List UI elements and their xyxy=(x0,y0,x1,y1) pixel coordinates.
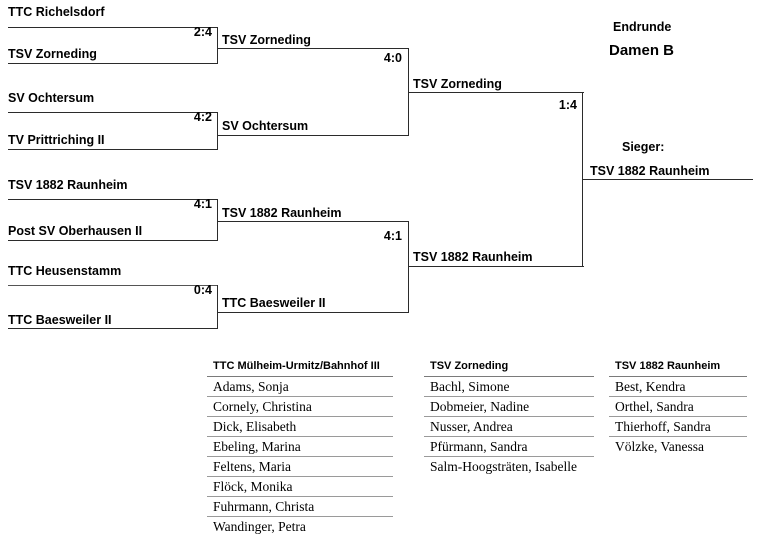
roster-0-player-0: Adams, Sonja xyxy=(207,377,393,397)
r3-top-line xyxy=(409,92,584,93)
r3-bottom-team: TSV 1882 Raunheim xyxy=(413,250,533,264)
r1-m1-top-team: TTC Richelsdorf xyxy=(8,5,105,19)
r3-bottom-line xyxy=(409,266,584,267)
r1-m2-top-line xyxy=(8,112,218,113)
r1-m1-bottom-team: TSV Zorneding xyxy=(8,47,97,61)
roster-0-player-6: Fuhrmann, Christa xyxy=(207,497,393,517)
roster-0-player-7: Wandinger, Petra xyxy=(213,519,306,534)
page-title-line1: Endrunde xyxy=(613,20,672,34)
roster-0-player-4: Feltens, Maria xyxy=(207,457,393,477)
r2-m2-connector xyxy=(408,221,409,313)
r2-m1-top-line xyxy=(218,48,409,49)
r2-m2-score: 4:1 xyxy=(383,229,402,243)
roster-2-club: TSV 1882 Raunheim xyxy=(609,360,747,377)
roster-1-player-2: Nusser, Andrea xyxy=(424,417,594,437)
roster-0-player-1: Cornely, Christina xyxy=(207,397,393,417)
r2-m1-top-team: TSV Zorneding xyxy=(222,33,311,47)
r1-m4-top-team: TTC Heusenstamm xyxy=(8,264,122,278)
r1-m3-score: 4:1 xyxy=(193,197,212,211)
r3-score: 1:4 xyxy=(558,98,577,112)
r1-m4-score: 0:4 xyxy=(193,283,212,297)
r1-m2-bottom-team: TV Prittriching II xyxy=(8,133,105,147)
roster-1-player-1: Dobmeier, Nadine xyxy=(424,397,594,417)
r3-top-team: TSV Zorneding xyxy=(413,77,502,91)
winner-label: Sieger: xyxy=(622,140,665,154)
roster-2-player-3: Völzke, Vanessa xyxy=(615,439,704,454)
roster-2-player-0: Best, Kendra xyxy=(609,377,747,397)
winner-line xyxy=(582,179,753,180)
r1-m3-bottom-team: Post SV Oberhausen II xyxy=(8,224,143,238)
r1-m1-connector xyxy=(217,27,218,64)
r2-m2-bottom-line xyxy=(218,312,409,313)
r2-m1-connector xyxy=(408,48,409,136)
roster-1-player-0: Bachl, Simone xyxy=(424,377,594,397)
r1-m2-top-team: SV Ochtersum xyxy=(8,91,95,105)
roster-0-club: TTC Mülheim-Urmitz/Bahnhof III xyxy=(207,360,393,377)
roster-0-player-5: Flöck, Monika xyxy=(207,477,393,497)
roster-0-player-2: Dick, Elisabeth xyxy=(207,417,393,437)
r1-m1-top-line xyxy=(8,27,218,28)
winner-team: TSV 1882 Raunheim xyxy=(590,164,710,178)
r2-m1-bottom-team: SV Ochtersum xyxy=(222,119,309,133)
r1-m4-bottom-team: TTC Baesweiler II xyxy=(8,313,112,327)
r1-m4-connector xyxy=(217,285,218,329)
roster-1: TSV Zorneding Bachl, Simone Dobmeier, Na… xyxy=(424,360,594,476)
roster-2-player-2: Thierhoff, Sandra xyxy=(609,417,747,437)
roster-2-player-1: Orthel, Sandra xyxy=(609,397,747,417)
r1-m3-top-line xyxy=(8,199,218,200)
r2-m1-bottom-line xyxy=(218,135,409,136)
r1-m3-top-team: TSV 1882 Raunheim xyxy=(8,178,128,192)
r1-m4-bottom-line xyxy=(8,328,218,329)
roster-0-player-3: Ebeling, Marina xyxy=(207,437,393,457)
r2-m2-bottom-team: TTC Baesweiler II xyxy=(222,296,326,310)
roster-1-player-4: Salm-Hoogsträten, Isabelle xyxy=(430,459,577,474)
roster-1-player-3: Pfürmann, Sandra xyxy=(424,437,594,457)
roster-1-club: TSV Zorneding xyxy=(424,360,594,377)
r1-m2-bottom-line xyxy=(8,149,218,150)
r2-m2-top-team: TSV 1882 Raunheim xyxy=(222,206,342,220)
r1-m1-score: 2:4 xyxy=(193,25,212,39)
r1-m1-bottom-line xyxy=(8,63,218,64)
r1-m4-top-line xyxy=(8,285,218,286)
r1-m3-connector xyxy=(217,199,218,241)
r2-m1-score: 4:0 xyxy=(383,51,402,65)
r2-m2-top-line xyxy=(218,221,409,222)
roster-2: TSV 1882 Raunheim Best, Kendra Orthel, S… xyxy=(609,360,747,456)
r1-m3-bottom-line xyxy=(8,240,218,241)
page-title-line2: Damen B xyxy=(609,42,675,59)
r1-m2-connector xyxy=(217,112,218,150)
roster-0: TTC Mülheim-Urmitz/Bahnhof III Adams, So… xyxy=(207,360,393,536)
r1-m2-score: 4:2 xyxy=(193,110,212,124)
